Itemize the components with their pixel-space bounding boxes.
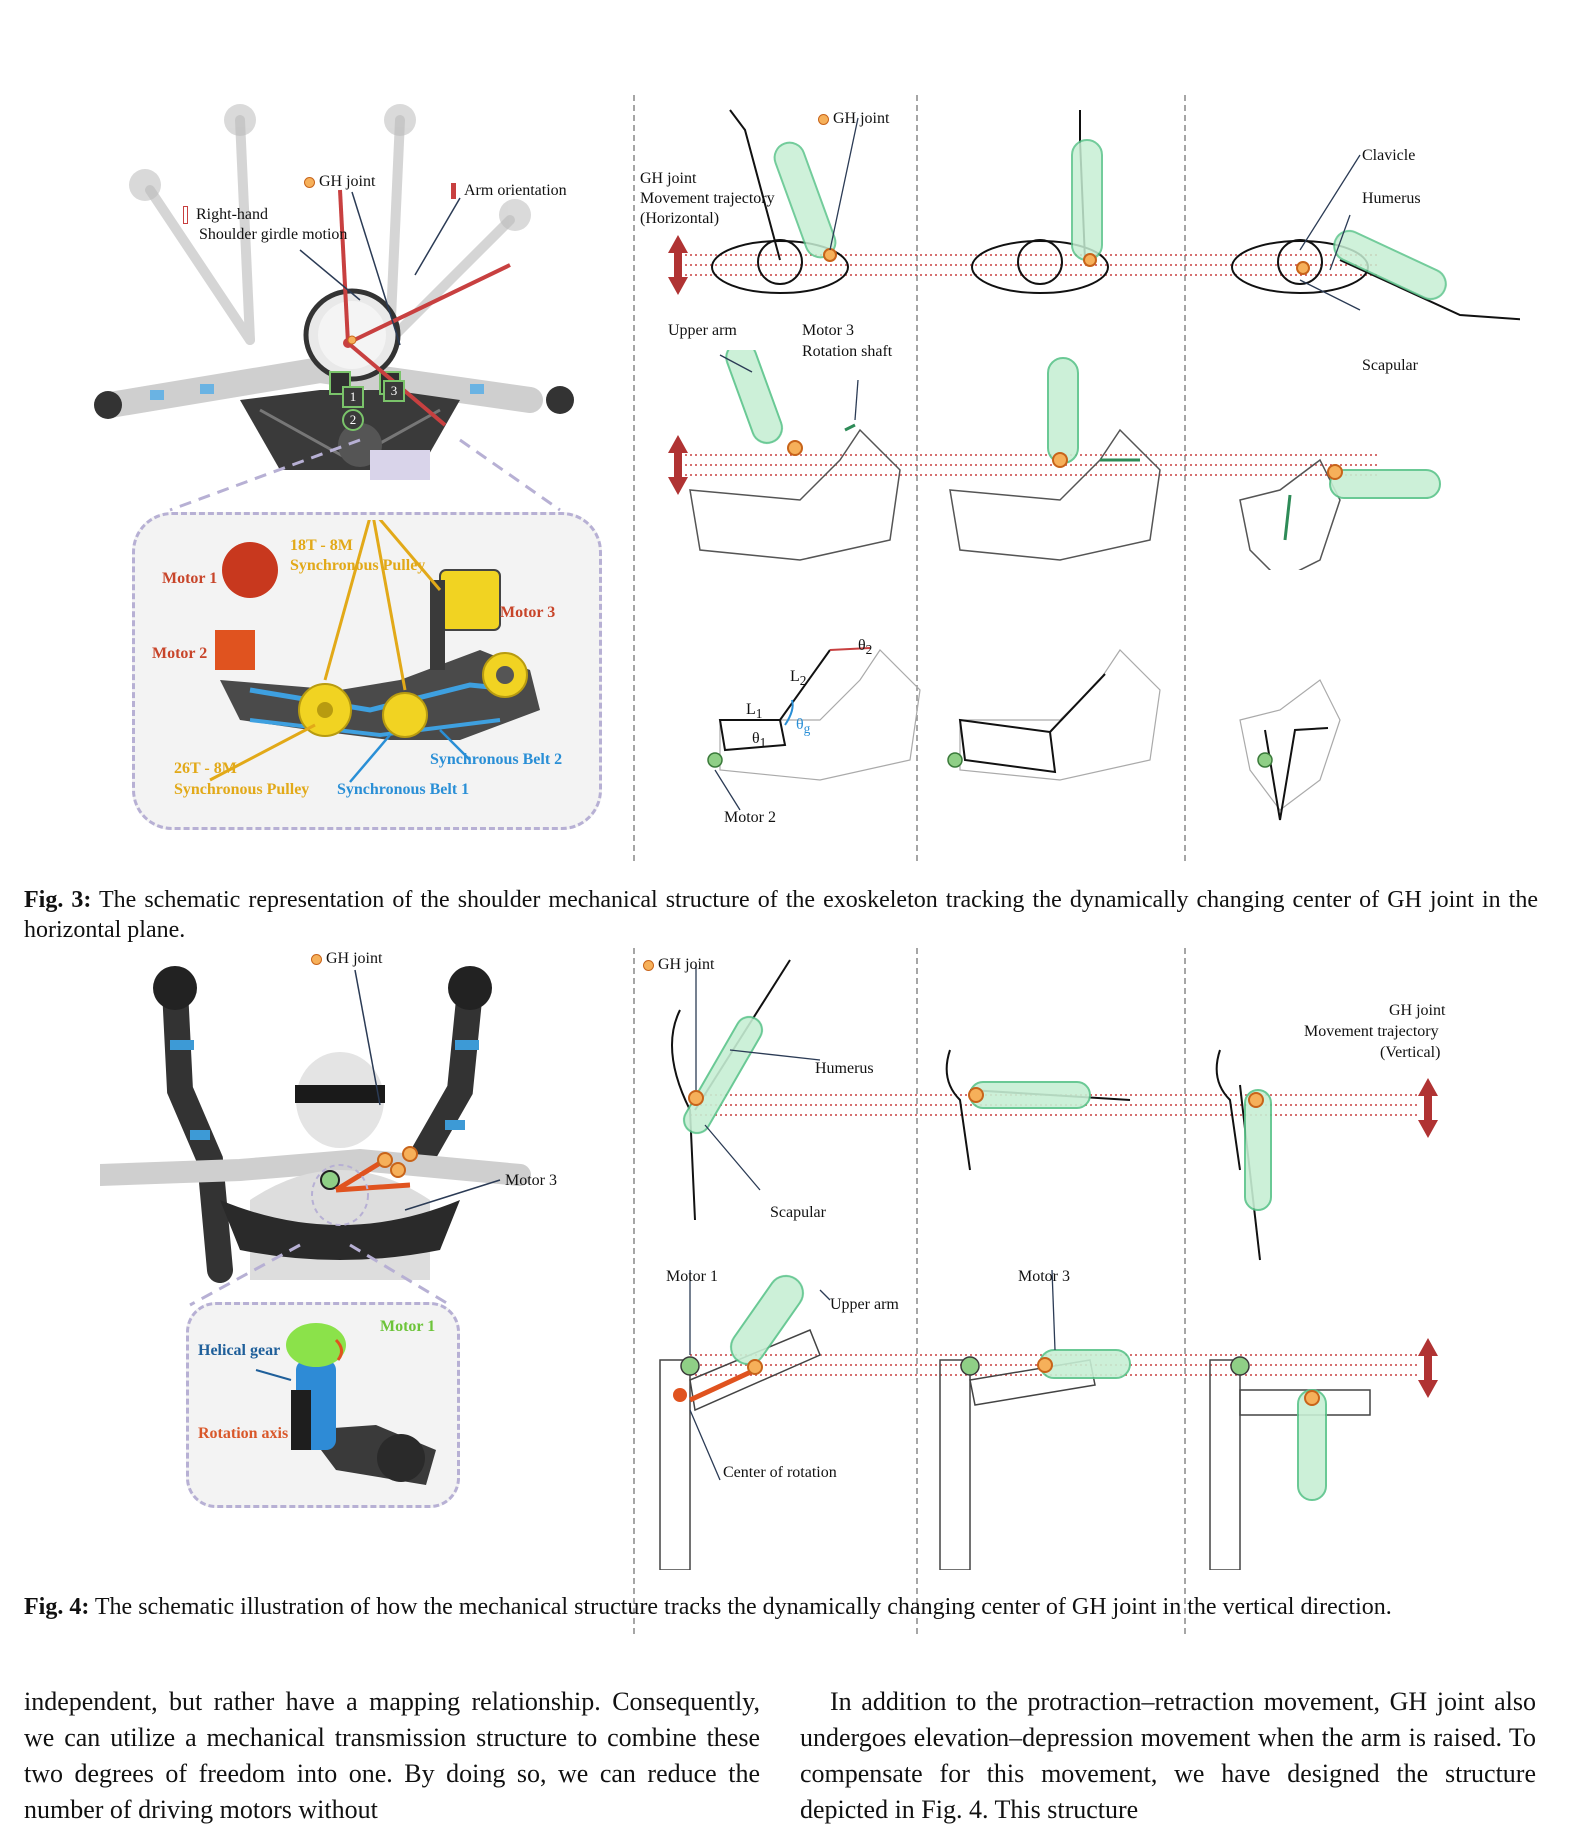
fig4-side-view-diagrams (671, 959, 1272, 1261)
pulley-18t-sub-label: Synchronous Pulley (290, 557, 426, 574)
helical-gear-label: Helical gear (198, 1342, 281, 1359)
trajectory-label-1: GH joint (640, 170, 697, 187)
L2-label: L2 (790, 668, 807, 689)
shoulder-girdle-label: Shoulder girdle motion (199, 226, 348, 243)
gh-joint-marker-icon-side (643, 959, 654, 971)
gh-joint-legend-right: GH joint (818, 110, 889, 128)
right-hand-legend: Right-hand (183, 206, 268, 225)
belt1-label: Synchronous Belt 1 (337, 781, 470, 798)
arm-orientation-marker-icon (451, 183, 456, 200)
arm-orientation-legend: Arm orientation (451, 182, 567, 200)
motor2-label: Motor 2 (152, 645, 208, 662)
helical-gear-render (255, 1323, 436, 1485)
motor2-schematic-label: Motor 2 (724, 809, 776, 826)
upper-arm-side-label: Upper arm (830, 1296, 899, 1313)
fig3-column-separators (633, 95, 1380, 863)
upper-arm-label: Upper arm (668, 322, 737, 339)
body-text-right-column: In addition to the protraction–retractio… (800, 1687, 1536, 1824)
trajectory-label-3: (Horizontal) (640, 210, 720, 227)
motor3-front-label: Motor 3 (505, 1172, 557, 1189)
gh-joint-legend-side: GH joint (643, 956, 714, 974)
figure-3-caption: Fig. 3: The schematic representation of … (24, 887, 1539, 943)
gh-joint-marker-icon-front (311, 953, 322, 965)
rotation-axis-label: Rotation axis (198, 1425, 289, 1442)
fig3-top-view-diagrams (711, 109, 1520, 321)
motor3-shaft-label-2: Rotation shaft (802, 343, 893, 360)
pulley-18t-label: 18T - 8M (290, 537, 353, 554)
right-hand-marker-icon (183, 206, 188, 225)
gh-joint-marker-icon-right (818, 113, 829, 125)
thetag-label: θg (796, 716, 811, 737)
motor1-zoom-label: Motor 1 (380, 1318, 436, 1335)
center-of-rotation-label: Center of rotation (723, 1464, 837, 1481)
exoskeleton-top-render (94, 104, 574, 480)
motor3-shaft-label-1: Motor 3 (802, 322, 854, 339)
theta1-label: θ1 (752, 730, 767, 751)
belt2-label: Synchronous Belt 2 (430, 751, 563, 768)
front-callout-lines (354, 969, 501, 1211)
scapular-side-label: Scapular (770, 1204, 826, 1221)
clavicle-label: Clavicle (1362, 147, 1416, 164)
gh-joint-legend: GH joint (304, 173, 375, 191)
trajectory-vertical-label-1: GH joint (1389, 1002, 1446, 1019)
L1-label: L1 (746, 701, 763, 722)
trajectory-vertical-label-3: (Vertical) (1380, 1044, 1441, 1061)
gh-joint-marker-icon (304, 176, 315, 188)
scapular-label: Scapular (1362, 357, 1418, 374)
left-callout-lines (299, 191, 461, 346)
motor-badge-3: 3 (383, 380, 405, 402)
figure-4: GH joint Motor 3 Motor 1 Helical gear Ro… (0, 940, 1578, 1660)
figure-4-caption: Fig. 4: The schematic illustration of ho… (24, 1594, 1392, 1620)
pulley-26t-sub-label: Synchronous Pulley (174, 781, 310, 798)
motor-badge-1: 1 (342, 386, 364, 408)
pulley-mechanism-render (209, 520, 540, 783)
theta2-label: θ2 (858, 637, 873, 658)
exoskeleton-front-render (100, 966, 531, 1283)
humerus-side-label: Humerus (815, 1060, 874, 1077)
trajectory-vertical-label-2: Movement trajectory (1304, 1023, 1439, 1040)
motor3-side-label: Motor 3 (1018, 1268, 1070, 1285)
motor-badge-2: 2 (342, 409, 364, 431)
zoom-connector-lines (169, 438, 561, 512)
figure-3: 1 2 3 GH joint Arm orientation Right-han… (0, 0, 1578, 943)
fig3-mechanism-diagrams (689, 350, 1441, 570)
motor3-label: Motor 3 (500, 604, 556, 621)
gh-joint-legend-front: GH joint (311, 950, 382, 968)
fig4-mechanism-diagrams (659, 1270, 1371, 1570)
body-text-left-column: independent, but rather have a mapping r… (24, 1687, 760, 1824)
motor1-label: Motor 1 (162, 570, 218, 587)
humerus-label: Humerus (1362, 190, 1421, 207)
fig4-zoom-connector (189, 1243, 451, 1307)
motor1-side-label: Motor 1 (666, 1268, 718, 1285)
fig3-kinematic-diagrams (707, 647, 1341, 821)
pulley-26t-label: 26T - 8M (174, 760, 237, 777)
trajectory-label-2: Movement trajectory (640, 190, 775, 207)
